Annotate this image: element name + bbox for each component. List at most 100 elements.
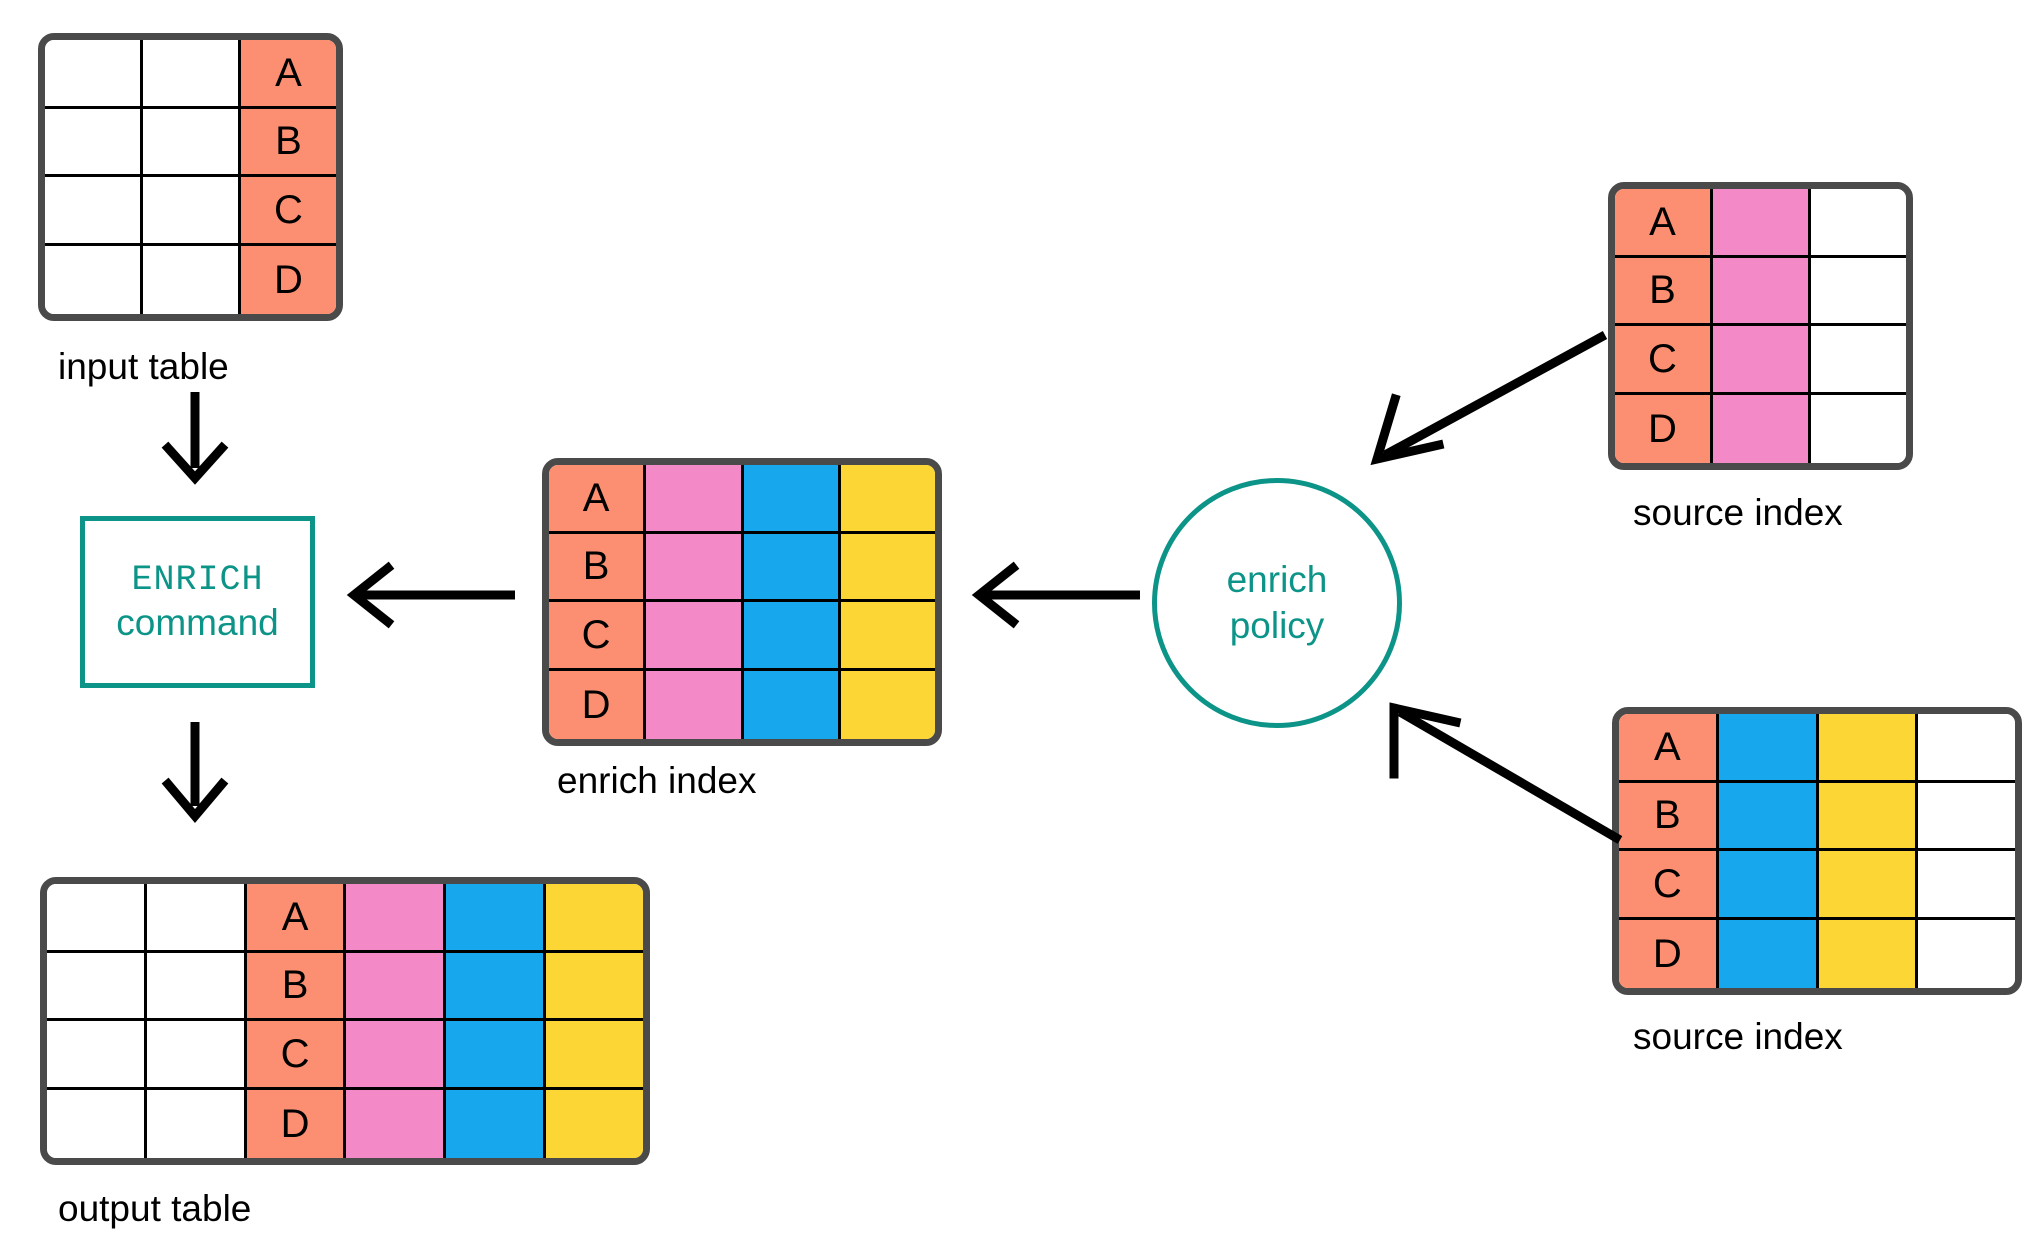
table-row: C: [1615, 326, 1906, 395]
table-cell: B: [1615, 257, 1713, 326]
table-cell: [143, 40, 241, 109]
table-cell: D: [241, 245, 336, 314]
output-table-caption: output table: [58, 1188, 252, 1229]
arrow-policy-to-enrich-index: [971, 561, 1140, 629]
table-cell: A: [246, 884, 347, 953]
table-cell: B: [246, 952, 347, 1021]
enrich-policy-circle[interactable]: enrich policy: [1152, 478, 1402, 728]
table-cell: [743, 670, 841, 739]
table-cell: [47, 1021, 147, 1090]
table-cell: [1713, 189, 1811, 258]
table-cell: [45, 245, 143, 314]
enrich-policy-line1: enrich: [1226, 558, 1328, 600]
arrow-source-index-top-to-policy: [1370, 331, 1608, 466]
table-cell: [1918, 851, 2015, 920]
arrow-input-to-command: [161, 392, 229, 485]
table-cell: D: [246, 1089, 347, 1158]
table-cell: [646, 533, 744, 602]
table-cell: [446, 1089, 547, 1158]
table-row: D: [1615, 394, 1906, 463]
table-cell: [1818, 851, 1919, 920]
table-cell: [1718, 714, 1819, 783]
table-cell: [1811, 326, 1906, 395]
source-index-top-caption: source index: [1633, 492, 1843, 533]
table-cell: [45, 40, 143, 109]
table-cell: [1713, 394, 1811, 463]
table-cell: [646, 602, 744, 671]
table-cell: [1718, 851, 1819, 920]
table-cell: [143, 177, 241, 246]
table-row: D: [1619, 919, 2015, 988]
table-row: D: [47, 1089, 643, 1158]
table-row: A: [1619, 714, 2015, 783]
table-cell: [47, 884, 147, 953]
table-cell: [346, 884, 447, 953]
enrich-policy-line2: policy: [1229, 605, 1325, 646]
enrich-command-label: command: [116, 601, 279, 643]
table-cell: A: [1615, 189, 1713, 258]
table-cell: [446, 952, 547, 1021]
table-cell: [446, 884, 547, 953]
table-cell: [546, 1021, 643, 1090]
table-cell: [346, 1021, 447, 1090]
table-cell: [1918, 714, 2015, 783]
table-row: B: [1619, 782, 2015, 851]
table-cell: [546, 884, 643, 953]
table-cell: [1713, 326, 1811, 395]
table-cell: [146, 884, 247, 953]
table-cell: B: [241, 108, 336, 177]
table-cell: [1918, 782, 2015, 851]
table-cell: A: [241, 40, 336, 109]
table-cell: C: [549, 602, 647, 671]
table-cell: [146, 1089, 247, 1158]
table-cell: [47, 952, 147, 1021]
table-cell: [1818, 782, 1919, 851]
table-cell: [1918, 919, 2015, 988]
table-row: A: [45, 40, 336, 109]
table-cell: A: [549, 465, 647, 534]
table-cell: C: [246, 1021, 347, 1090]
table-cell: C: [1615, 326, 1713, 395]
enrich-command-box[interactable]: ENRICH command: [80, 516, 315, 688]
table-row: D: [45, 245, 336, 314]
arrow-source-index-bottom-to-policy: [1389, 702, 1623, 844]
table-cell: [446, 1021, 547, 1090]
table-cell: [143, 245, 241, 314]
table-row: C: [1619, 851, 2015, 920]
enrich-index-caption: enrich index: [557, 760, 757, 801]
table-cell: [546, 1089, 643, 1158]
source-index-bottom-caption: source index: [1633, 1016, 1843, 1057]
table-cell: [45, 108, 143, 177]
table-cell: [646, 670, 744, 739]
table-cell: [1718, 782, 1819, 851]
table-row: A: [47, 884, 643, 953]
table-cell: [1818, 714, 1919, 783]
table-cell: [840, 465, 935, 534]
table-cell: D: [549, 670, 647, 739]
table-row: D: [549, 670, 935, 739]
table-row: C: [45, 177, 336, 246]
table-cell: B: [1619, 782, 1719, 851]
table-cell: [1713, 257, 1811, 326]
table-cell: [146, 952, 247, 1021]
table-cell: [743, 533, 841, 602]
table-row: B: [1615, 257, 1906, 326]
table-row: C: [47, 1021, 643, 1090]
table-cell: [346, 1089, 447, 1158]
table-cell: [346, 952, 447, 1021]
table-cell: [146, 1021, 247, 1090]
table-cell: [1811, 257, 1906, 326]
enrich-command-keyword: ENRICH: [131, 559, 264, 600]
table-cell: [1811, 394, 1906, 463]
table-cell: [840, 533, 935, 602]
table-cell: B: [549, 533, 647, 602]
table-cell: [743, 465, 841, 534]
table-cell: [546, 952, 643, 1021]
table-row: B: [47, 952, 643, 1021]
table-cell: [1811, 189, 1906, 258]
